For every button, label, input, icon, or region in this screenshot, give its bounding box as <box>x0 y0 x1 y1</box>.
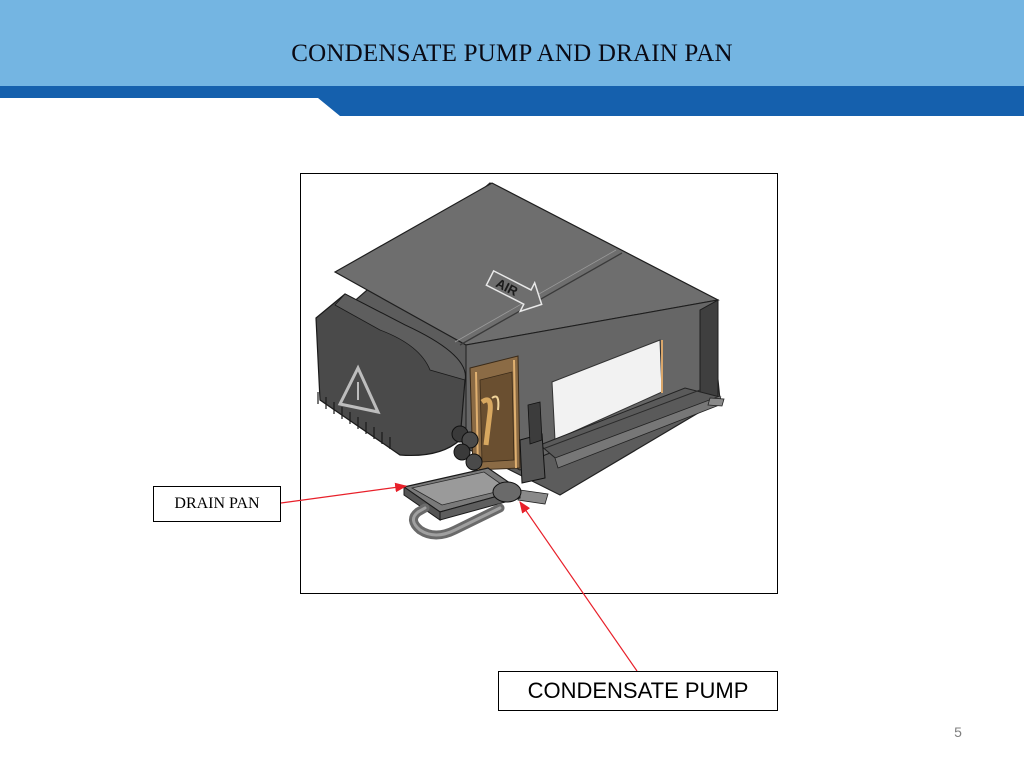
page-number: 5 <box>954 724 962 740</box>
condensate-pump-callout: CONDENSATE PUMP <box>498 671 778 711</box>
slide-title: CONDENSATE PUMP AND DRAIN PAN <box>291 40 733 67</box>
header-band <box>0 0 1024 86</box>
air-flow-arrow: AIR <box>485 269 543 313</box>
drain-pan-callout: DRAIN PAN <box>153 486 281 522</box>
header-stripe <box>0 86 1024 116</box>
warning-triangle-icon <box>337 364 381 415</box>
